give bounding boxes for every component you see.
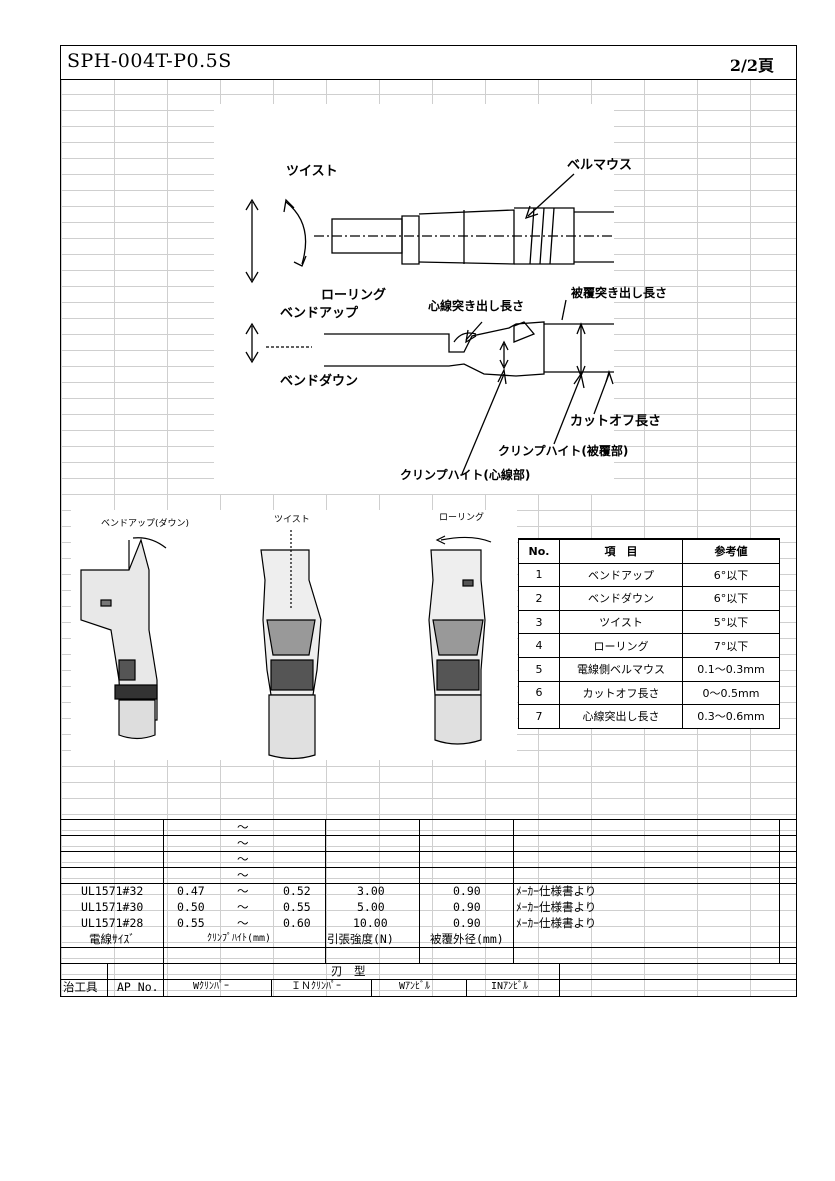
ref-no: 3 (518, 609, 560, 635)
crimp-min: 0.47 (177, 884, 205, 898)
ref-value: 6°以下 (682, 562, 780, 588)
ref-value: 7°以下 (682, 633, 780, 658)
photo-label-rolling: ローリング (439, 513, 485, 523)
tilde: ～ (237, 916, 249, 930)
label-rolling: ローリング (321, 288, 387, 303)
ref-value: 0.1～0.3mm (682, 656, 780, 682)
col-ref-value: 参考値 (682, 537, 780, 564)
tilde: ～ (237, 884, 249, 898)
header-w-crimper: Wｸﾘﾝﾊﾟｰ (193, 981, 230, 992)
crimp-spec-table: ～ ～ ～ ～ UL1571#32 0.47 ～ 0.52 3.00 0.90 … (61, 819, 796, 996)
ref-item: 心線突出し長さ (559, 704, 683, 729)
crimp-max: 0.55 (283, 900, 311, 914)
ref-no: 4 (518, 633, 560, 658)
label-bend-up: ベンドアップ (280, 306, 359, 321)
tensile-strength: 3.00 (357, 884, 385, 898)
terminal-photos-drawing (80, 530, 492, 760)
part-code: SPH-004T-P0.5S (67, 50, 232, 72)
ref-no: 2 (518, 586, 560, 611)
ref-no: 1 (518, 562, 560, 588)
crimp-min: 0.55 (177, 916, 205, 930)
wire-size: UL1571#30 (81, 900, 144, 914)
footer-rule (722, 996, 797, 997)
label-twist: ツイスト (286, 164, 338, 179)
ref-item: ベンドアップ (559, 562, 683, 588)
ref-value: 0～0.5mm (682, 680, 780, 706)
outer-diameter: 0.90 (453, 916, 481, 930)
col-no: No. (518, 537, 560, 564)
header-outer-diameter: 被覆外径(mm) (430, 932, 504, 946)
header-in-crimper: ＩＮｸﾘﾝﾊﾟｰ (291, 981, 341, 992)
terminal-diagram: ツイスト ベルマウス ローリング ベンドアップ ベンドダウン 心線突き出し長さ … (214, 104, 667, 494)
header-crimp-height: ｸﾘﾝﾌﾟﾊｲﾄ(mm) (207, 933, 272, 944)
ref-value: 0.3～0.6mm (682, 704, 780, 729)
ref-no: 6 (518, 680, 560, 706)
wire-size: UL1571#28 (81, 916, 144, 930)
crimp-min: 0.50 (177, 900, 205, 914)
tilde: ～ (237, 900, 249, 914)
ref-value: 6°以下 (682, 586, 780, 611)
ref-no: 7 (518, 704, 560, 729)
header-wire-size: 電線ｻｲｽﾞ (89, 932, 135, 946)
tilde: ～ (237, 868, 249, 882)
crimp-max: 0.60 (283, 916, 311, 930)
tilde: ～ (237, 836, 249, 850)
label-bend-down: ベンドダウン (280, 374, 359, 389)
terminal-diagram-drawing (245, 173, 644, 475)
label-cut-off: カットオフ長さ (570, 414, 662, 429)
label-core-protrusion: 心線突き出し長さ (428, 299, 525, 313)
note: ﾒｰｶｰ仕様書より (516, 916, 597, 930)
tensile-strength: 10.00 (353, 916, 388, 930)
ref-item: ツイスト (559, 609, 683, 635)
ref-no: 5 (518, 656, 560, 682)
header-in-anvil: INｱﾝﾋﾞﾙ (491, 981, 529, 992)
label-insulation-protrusion: 被覆突き出し長さ (571, 286, 668, 300)
col-item: 項 目 (559, 537, 683, 564)
header-ap-no: AP No. (117, 980, 159, 994)
header-tensile-strength: 引張強度(N) (327, 932, 394, 946)
header-blade-type: 刃 型 (331, 964, 366, 978)
label-bell-mouth: ベルマウス (567, 158, 633, 173)
ref-item: 電線側ベルマウス (559, 656, 683, 682)
ref-item: ローリング (559, 633, 683, 658)
header-w-anvil: Wｱﾝﾋﾞﾙ (399, 981, 431, 992)
label-crimp-height-core: クリンプハイト(心線部) (400, 468, 531, 482)
tensile-strength: 5.00 (357, 900, 385, 914)
outer-diameter: 0.90 (453, 884, 481, 898)
wire-size: UL1571#32 (81, 884, 144, 898)
ref-item: ベンドダウン (559, 586, 683, 611)
outer-diameter: 0.90 (453, 900, 481, 914)
label-crimp-height-insulation: クリンプハイト(被覆部) (498, 444, 629, 458)
terminal-photos: ベンドアップ(ダウン) ツイスト ローリング (71, 510, 517, 760)
ref-table-header: No. 項 目 参考値 (518, 537, 780, 564)
ref-value: 5°以下 (682, 609, 780, 635)
page-number: 2/2頁 (729, 56, 774, 75)
header-jig: 治工具 (63, 980, 98, 994)
tilde: ～ (237, 852, 249, 866)
note: ﾒｰｶｰ仕様書より (516, 884, 597, 898)
drawing-sheet: SPH-004T-P0.5S 2/2頁 (60, 45, 797, 997)
photo-label-twist: ツイスト (274, 515, 310, 525)
tilde: ～ (237, 820, 249, 834)
crimp-max: 0.52 (283, 884, 311, 898)
photo-label-bend: ベンドアップ(ダウン) (101, 519, 190, 529)
note: ﾒｰｶｰ仕様書より (516, 900, 597, 914)
sheet-header: SPH-004T-P0.5S 2/2頁 (61, 46, 796, 80)
ref-item: カットオフ長さ (559, 680, 683, 706)
